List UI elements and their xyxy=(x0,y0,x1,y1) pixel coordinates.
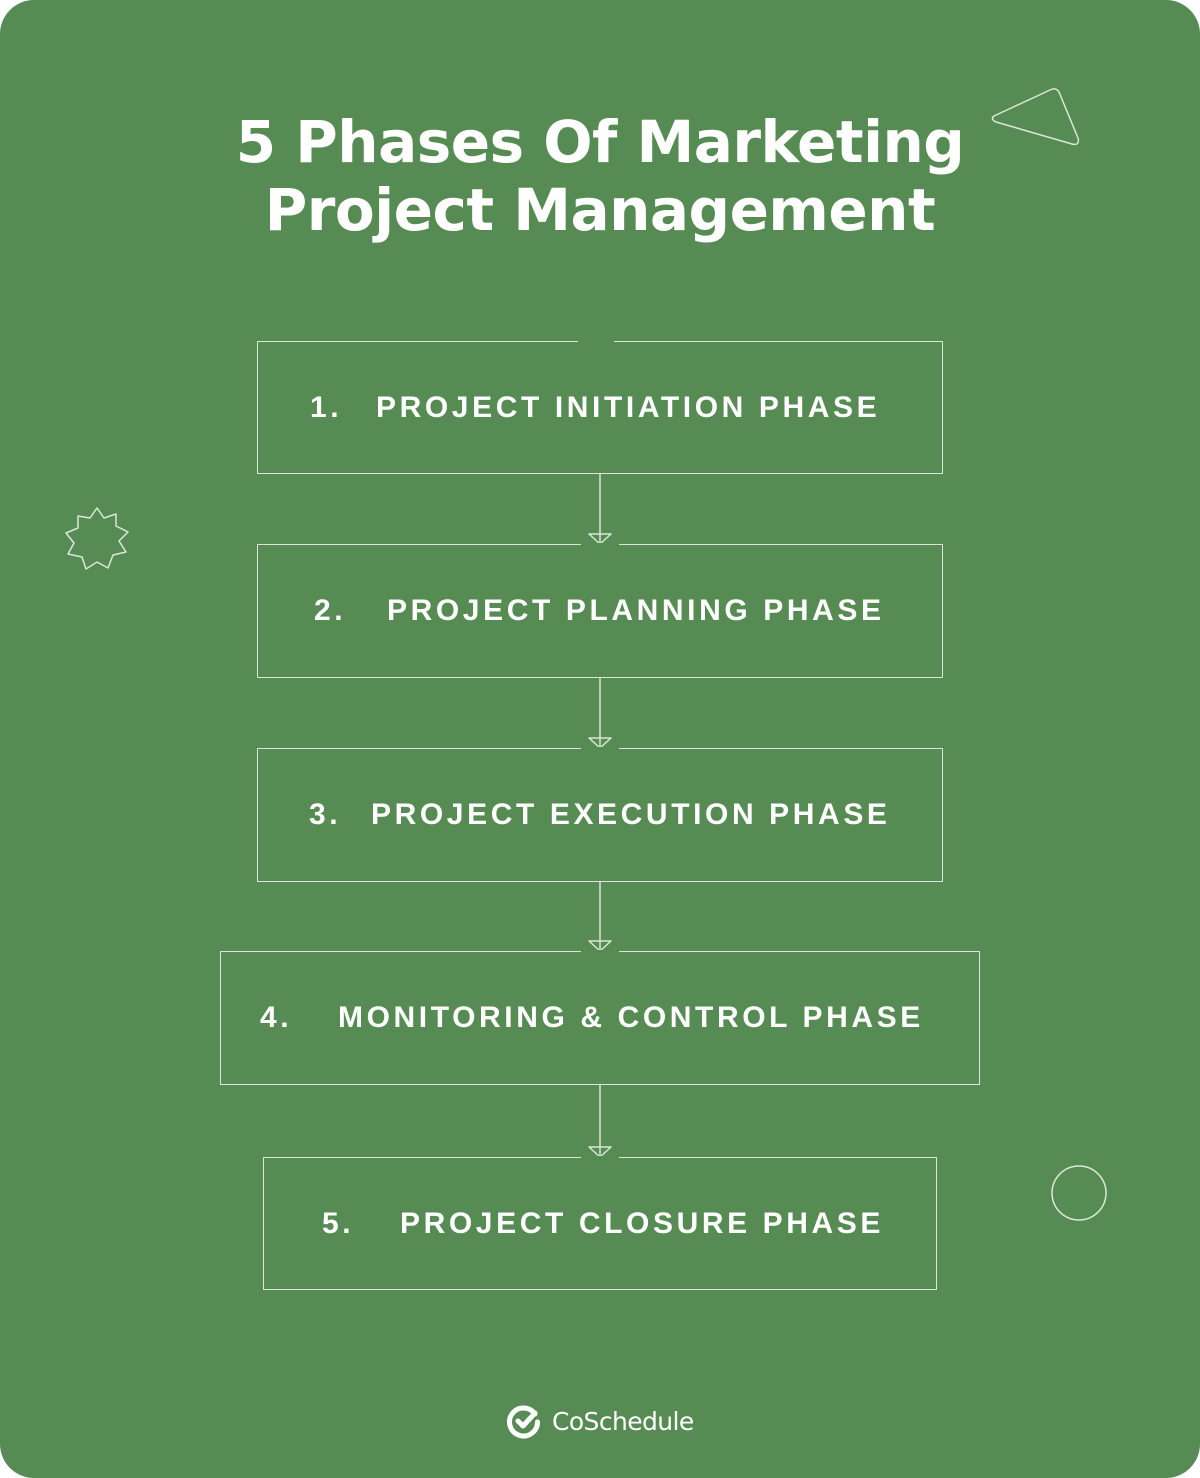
phase-number: 3. xyxy=(309,798,342,831)
phase-label: PROJECT CLOSURE PHASE xyxy=(400,1206,884,1240)
phase-box-3: 3. PROJECT EXECUTION PHASE xyxy=(257,747,943,882)
arrowhead-down-icon xyxy=(588,940,612,952)
arrowhead-down-icon xyxy=(588,737,612,749)
phase-label: PROJECT INITIATION PHASE xyxy=(376,390,881,424)
phase-box-5: 5. PROJECT CLOSURE PHASE xyxy=(263,1156,937,1290)
circle-outline-icon xyxy=(1051,1165,1107,1221)
phase-number: 2. xyxy=(314,594,347,627)
phase-number: 5. xyxy=(322,1206,355,1240)
phase-label: PROJECT EXECUTION PHASE xyxy=(371,798,891,831)
page-title-line-2: Project Management xyxy=(264,176,936,244)
phase-label: PROJECT PLANNING PHASE xyxy=(387,594,885,627)
page-title-line-1: 5 Phases Of Marketing xyxy=(235,108,965,176)
triangle-outline-icon xyxy=(991,88,1080,146)
phase-box-4: 4. MONITORING & CONTROL PHASE xyxy=(220,950,980,1085)
phase-number: 4. xyxy=(260,1001,293,1034)
checkmark-circle-icon xyxy=(507,1405,540,1439)
star-burst-outline-icon xyxy=(65,507,129,570)
phase-number: 1. xyxy=(310,390,343,424)
brand-name: CoSchedule xyxy=(552,1406,694,1436)
arrowhead-down-icon xyxy=(588,1146,612,1158)
phase-box-1: 1. PROJECT INITIATION PHASE xyxy=(257,340,943,474)
phase-box-2: 2. PROJECT PLANNING PHASE xyxy=(257,543,943,678)
brand-logo: CoSchedule xyxy=(506,1402,694,1440)
arrowhead-down-icon xyxy=(588,533,612,545)
phase-label: MONITORING & CONTROL PHASE xyxy=(338,1001,924,1034)
page-title: 5 Phases Of Marketing Project Management xyxy=(0,108,1200,244)
